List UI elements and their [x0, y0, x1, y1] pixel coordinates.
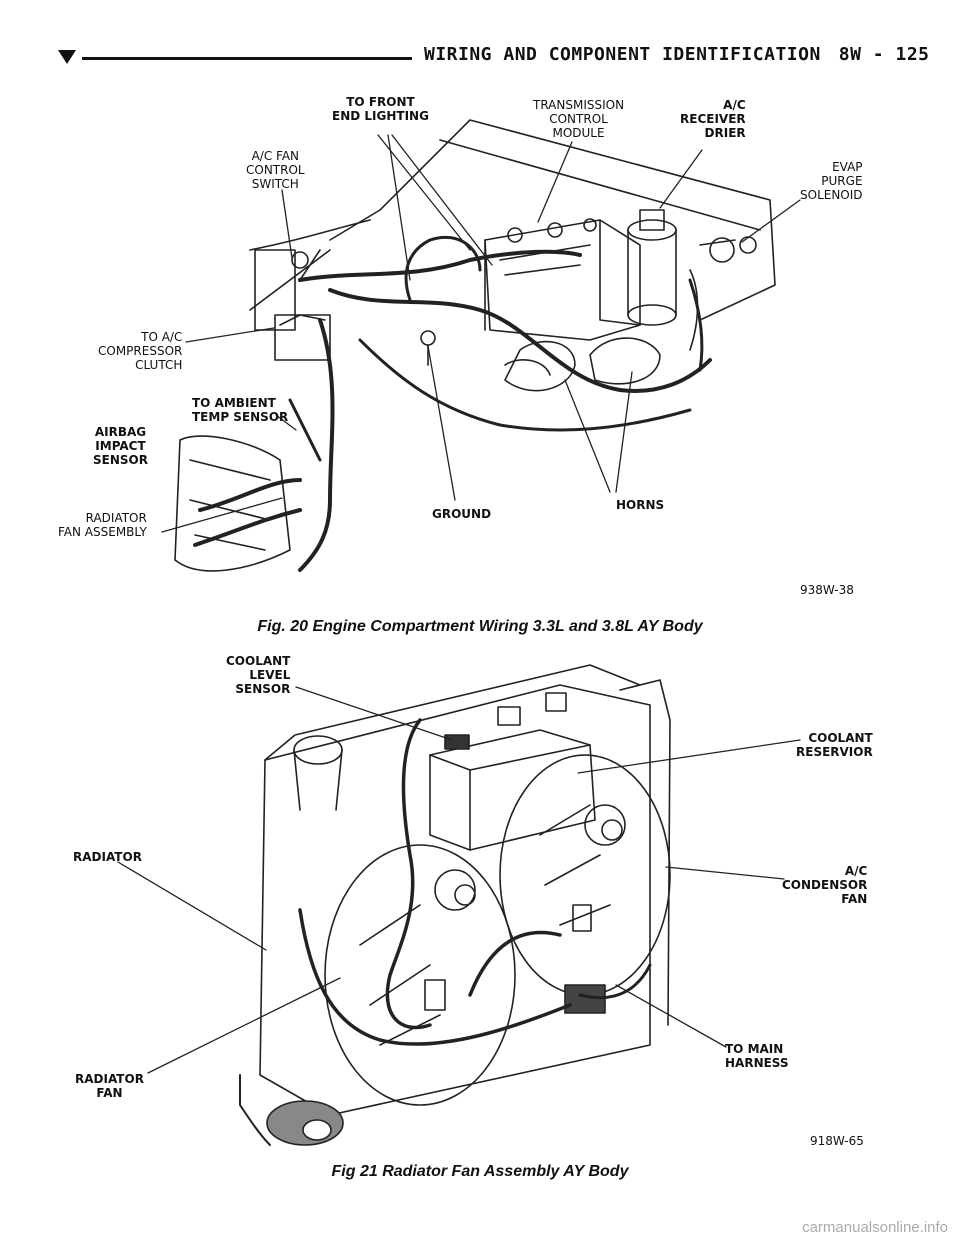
header-rule: [82, 57, 412, 60]
label-coolant-level-sensor: COOLANT LEVEL SENSOR: [226, 654, 291, 696]
label-to-front-end-lighting: TO FRONT END LIGHTING: [332, 95, 429, 123]
label-radiator-fan: RADIATOR FAN: [75, 1072, 144, 1100]
figure-code: 918W-65: [810, 1134, 864, 1148]
label-airbag-impact-sensor: AIRBAG IMPACT SENSOR: [93, 425, 148, 467]
label-horns: HORNS: [616, 498, 665, 512]
figure-20: TO FRONT END LIGHTING TRANSMISSION CONTR…: [0, 80, 960, 640]
label-ground: GROUND: [432, 507, 492, 521]
label-coolant-reservoir: COOLANT RESERVIOR: [796, 731, 873, 759]
page-header: WIRING AND COMPONENT IDENTIFICATION 8W - …: [0, 0, 960, 70]
label-ac-fan-control-switch: A/C FAN CONTROL SWITCH: [246, 149, 305, 191]
figure-caption: Fig. 20 Engine Compartment Wiring 3.3L a…: [257, 618, 703, 635]
label-radiator-fan-assembly: RADIATOR FAN ASSEMBLY: [58, 511, 147, 539]
engine-compartment-illustration: [161, 119, 801, 572]
figure-21: COOLANT LEVEL SENSOR COOLANT RESERVIOR R…: [0, 645, 960, 1185]
label-ac-receiver-drier: A/C RECEIVER DRIER: [680, 98, 746, 140]
label-radiator: RADIATOR: [73, 850, 142, 864]
watermark: carmanualsonline.info: [802, 1219, 948, 1236]
triangle-marker-icon: [58, 50, 76, 64]
running-head: WIRING AND COMPONENT IDENTIFICATION 8W - …: [424, 44, 930, 65]
label-to-ambient-temp-sensor: TO AMBIENT TEMP SENSOR: [192, 396, 289, 424]
label-to-ac-compressor-clutch: TO A/C COMPRESSOR CLUTCH: [98, 330, 183, 372]
page-number: 8W - 125: [838, 44, 930, 65]
label-evap-purge-solenoid: EVAP PURGE SOLENOID: [800, 160, 863, 202]
label-to-main-harness: TO MAIN HARNESS: [725, 1042, 789, 1070]
radiator-fan-illustration: [117, 664, 801, 1146]
label-ac-condensor-fan: A/C CONDENSOR FAN: [782, 864, 868, 906]
header-title: WIRING AND COMPONENT IDENTIFICATION: [424, 44, 821, 65]
label-transmission-control-module: TRANSMISSION CONTROL MODULE: [533, 98, 625, 140]
figure-code: 938W-38: [800, 583, 854, 597]
figure-caption: Fig 21 Radiator Fan Assembly AY Body: [331, 1163, 629, 1180]
